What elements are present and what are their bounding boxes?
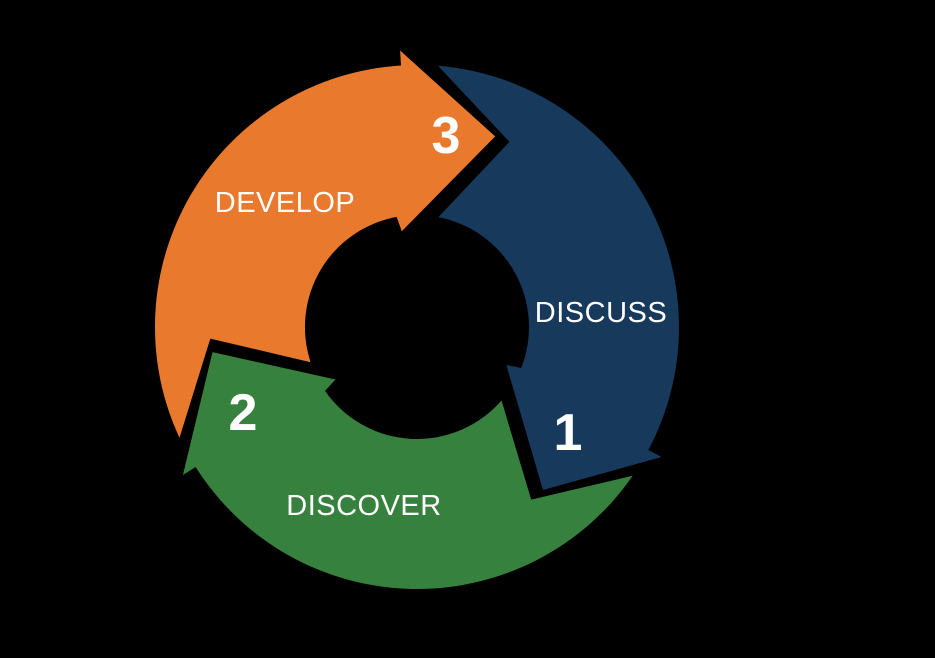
step-label-develop: DEVELOP [215,187,356,219]
arrow-develop [154,50,496,438]
arrow-discuss [438,65,679,491]
step-number-discover: 2 [229,384,258,442]
arrow-discover [182,352,633,589]
step-label-discover: DISCOVER [286,490,441,522]
step-number-develop: 3 [432,107,461,165]
step-label-discuss: DISCUSS [535,297,667,329]
step-number-discuss: 1 [554,404,583,462]
